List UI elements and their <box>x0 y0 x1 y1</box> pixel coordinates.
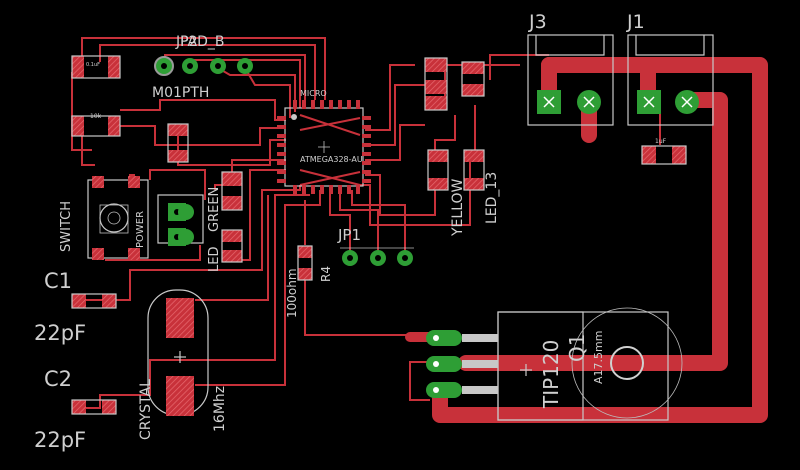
j3-outline <box>527 34 614 126</box>
r-small-label: 10k <box>90 113 102 120</box>
m01pth-label: M01PTH <box>152 85 209 101</box>
j3-label: J3 <box>528 11 547 33</box>
switch-label: SWITCH <box>59 201 74 252</box>
j1-label: J1 <box>626 11 645 33</box>
switch-outline <box>87 179 149 259</box>
j1-outline <box>627 34 714 126</box>
micro-label: MICRO <box>300 89 327 98</box>
freq-label: 16Mhz <box>212 386 228 432</box>
c1-label: C1 <box>44 269 72 293</box>
ohm-label: 100ohm <box>285 268 299 318</box>
yellow-label: YELLOW <box>450 178 466 237</box>
green-label: GREEN <box>207 187 222 232</box>
hole-label: A17.5mm <box>592 331 605 384</box>
mounting-hole-icon <box>571 307 683 419</box>
c2-value: 22pF <box>34 428 86 452</box>
silkscreen-labels: J3 J1 JP2 PAD_B M01PTH MICRO ATMEGA328-A… <box>34 11 667 452</box>
jp1-label: JP1 <box>337 226 361 244</box>
signal-traces <box>71 37 661 409</box>
tip120-label: TIP120 <box>539 340 563 409</box>
cap-j1-label: 1uF <box>655 138 667 145</box>
through-hole-pads <box>154 56 699 398</box>
smd-pads <box>71 55 687 416</box>
c1-value: 22pF <box>34 321 86 345</box>
mcu-pins <box>277 100 371 194</box>
crystal-label: CRYSTAL <box>138 379 154 440</box>
q1-label: Q1 <box>565 334 589 362</box>
jp2-label: JP2 <box>175 34 197 50</box>
atmega-label: ATMEGA328-AU <box>300 155 363 164</box>
cap-small-label: 0.1uF <box>86 62 100 68</box>
led13-label: LED_13 <box>484 172 500 224</box>
c2-label: C2 <box>44 367 72 391</box>
r4-label: R4 <box>319 266 333 282</box>
led-label: LED <box>207 247 222 272</box>
power-label: POWER <box>135 211 146 248</box>
pad-b-label: PAD_B <box>180 34 225 50</box>
